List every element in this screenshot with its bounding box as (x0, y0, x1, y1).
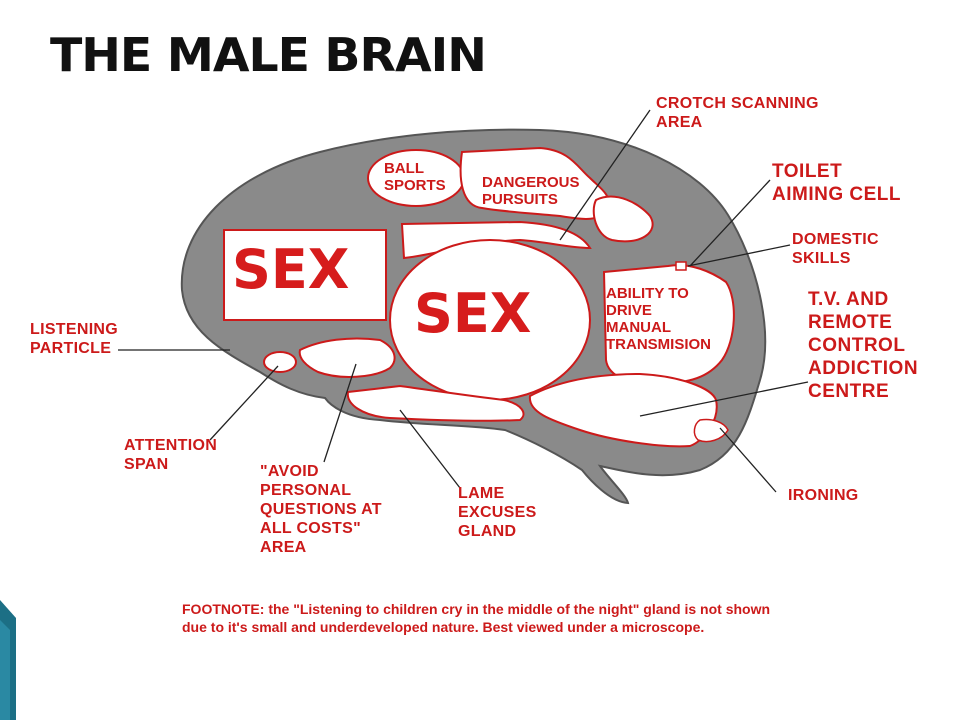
label-ironing: IRONING (788, 487, 859, 504)
region-ability-to-drive-label: ABILITY TO DRIVE MANUAL TRANSMISION (606, 285, 711, 353)
region-sex-center-label: SEX (414, 282, 532, 345)
region-lame-excuses (346, 384, 525, 422)
footnote: FOOTNOTE: the "Listening to children cry… (182, 600, 942, 636)
region-attention-span (263, 351, 297, 373)
leader-tv (639, 381, 809, 417)
label-tv-remote: T.V. AND REMOTE CONTROL ADDICTION CENTRE (808, 289, 919, 402)
leader-avoid (323, 363, 357, 463)
region-ball-sports-label: BALL SPORTS (384, 160, 446, 194)
leader-toilet (689, 179, 771, 267)
region-avoid-personal (298, 337, 396, 378)
region-ironing (693, 418, 729, 443)
region-sex-box (223, 229, 387, 321)
label-toilet-aiming: TOILET AIMING CELL (772, 161, 901, 205)
leader-ironing (719, 427, 777, 493)
label-avoid-personal: "AVOID PERSONAL QUESTIONS AT ALL COSTS" … (260, 463, 382, 556)
region-dangerous-pursuits (459, 146, 610, 220)
label-domestic-skills: DOMESTIC SKILLS (792, 231, 879, 267)
page-title: THE MALE BRAIN (50, 28, 487, 82)
region-dangerous-pursuits-label: DANGEROUS PURSUITS (482, 174, 580, 208)
label-lame-excuses: LAME EXCUSES GLAND (458, 485, 537, 540)
leader-attention (209, 365, 279, 441)
label-attention-span: ATTENTION SPAN (124, 437, 218, 473)
footnote-line-2: due to it's small and underdeveloped nat… (182, 619, 705, 635)
footnote-line-1: FOOTNOTE: the "Listening to children cry… (182, 601, 771, 617)
leader-lame (399, 409, 461, 489)
region-upper-right (592, 195, 654, 243)
decorative-corner-shape (0, 600, 16, 720)
region-sex-box-label: SEX (232, 238, 350, 301)
label-listening-particle: LISTENING PARTICLE (30, 321, 119, 357)
label-crotch-scanning: CROTCH SCANNING AREA (656, 95, 819, 131)
region-domestic-skills (675, 261, 687, 271)
leader-crotch (559, 109, 651, 241)
leader-domestic (687, 244, 791, 267)
